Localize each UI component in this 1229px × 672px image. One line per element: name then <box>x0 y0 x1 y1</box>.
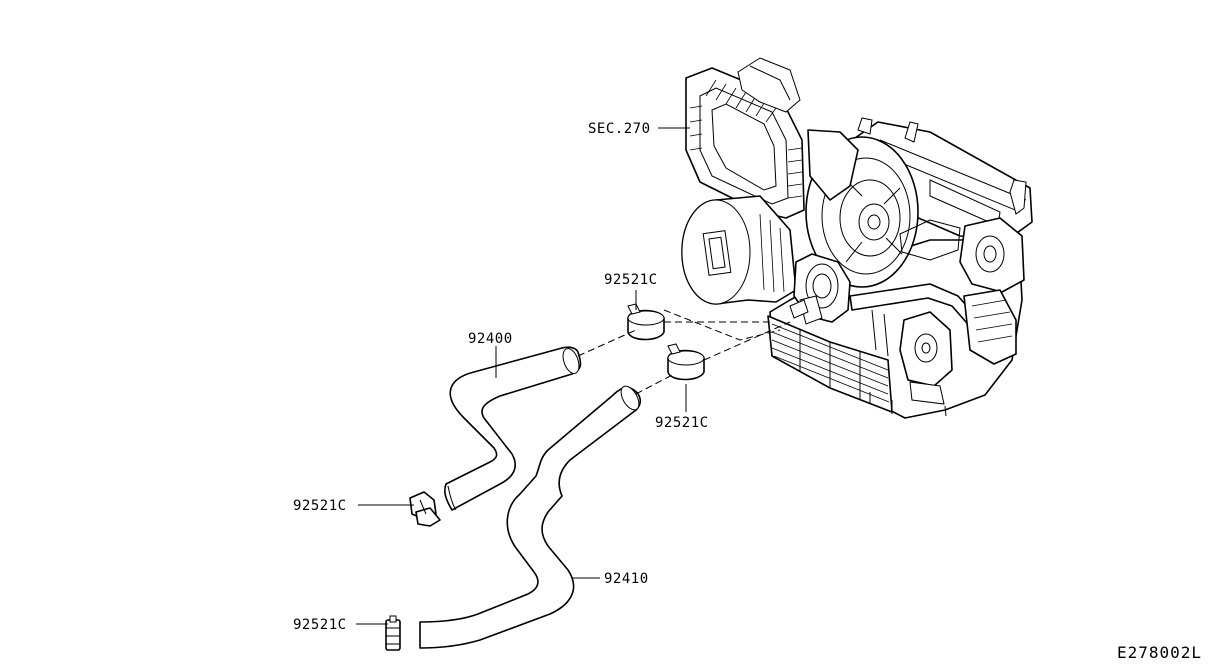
callout-clamp-top: 92521C <box>604 272 658 288</box>
callout-sec270: SEC.270 <box>588 121 651 137</box>
diagram-code: E278002L <box>1117 643 1202 662</box>
hose-clamp-bottom <box>385 615 401 651</box>
hose-clamp-top <box>627 303 665 341</box>
hvac-unit-illustration <box>681 57 1033 419</box>
callout-clamp-bottom: 92521C <box>293 617 347 633</box>
callout-clamp-left: 92521C <box>293 498 347 514</box>
callout-clamp-mid: 92521C <box>655 415 709 431</box>
hose-92400 <box>444 346 582 511</box>
assembly-dashed-lines <box>577 309 791 395</box>
hose-clamp-mid <box>667 343 705 381</box>
callout-hose-upper: 92400 <box>468 331 513 347</box>
hose-clamp-left <box>409 491 441 527</box>
callout-hose-lower: 92410 <box>604 571 649 587</box>
leader-lines <box>356 127 690 625</box>
hose-92410 <box>419 385 642 649</box>
